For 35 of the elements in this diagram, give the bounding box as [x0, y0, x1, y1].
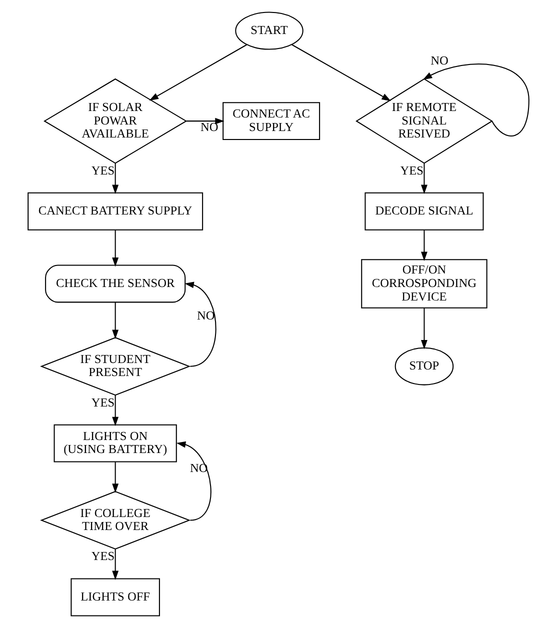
edge-label: NO: [430, 54, 448, 68]
arrow: [112, 163, 118, 194]
node-diamond: IF SOLAR POWAR AVAILABLE: [43, 78, 187, 164]
arrow: [291, 44, 390, 102]
arrow: [422, 64, 529, 136]
node-box: DECODE SIGNAL: [364, 192, 484, 230]
node-diamond: IF REMOTE SIGNAL RESIVED: [355, 78, 492, 164]
node-box: CANECT BATTERY SUPPLY: [27, 192, 203, 230]
node-box: LIGHTS OFF: [70, 578, 160, 616]
arrow: [420, 308, 427, 350]
edge-label: NO: [200, 120, 218, 134]
node-ellipse: STOP: [394, 347, 454, 386]
arrow: [112, 302, 118, 339]
node-diamond: IF STUDENT PRESENT: [40, 337, 190, 396]
edge-label: YES: [90, 163, 114, 178]
arrow: [186, 118, 224, 124]
arrow: [148, 44, 247, 101]
arrow: [184, 282, 216, 367]
node-box: CHECK THE SENSOR: [44, 264, 186, 303]
node-ellipse: START: [234, 12, 303, 50]
edge-label: YES: [90, 395, 114, 410]
edge-label: YES: [400, 163, 424, 178]
edge-label: YES: [90, 549, 114, 564]
arrow: [420, 163, 427, 194]
node-box: LIGHTS ON (USING BATTERY): [53, 424, 176, 462]
arrow: [112, 395, 118, 426]
arrow: [420, 230, 427, 261]
node-diamond: IF COLLEGE TIME OVER: [40, 490, 190, 550]
arrow: [112, 462, 118, 493]
arrow: [176, 441, 211, 521]
node-box: OFF/ON CORROSPONDING DEVICE: [360, 259, 487, 308]
node-box: CONNECT AC SUPPLY: [222, 102, 320, 140]
arrow: [112, 549, 118, 580]
arrow: [112, 230, 118, 267]
edge-label: NO: [196, 308, 214, 323]
